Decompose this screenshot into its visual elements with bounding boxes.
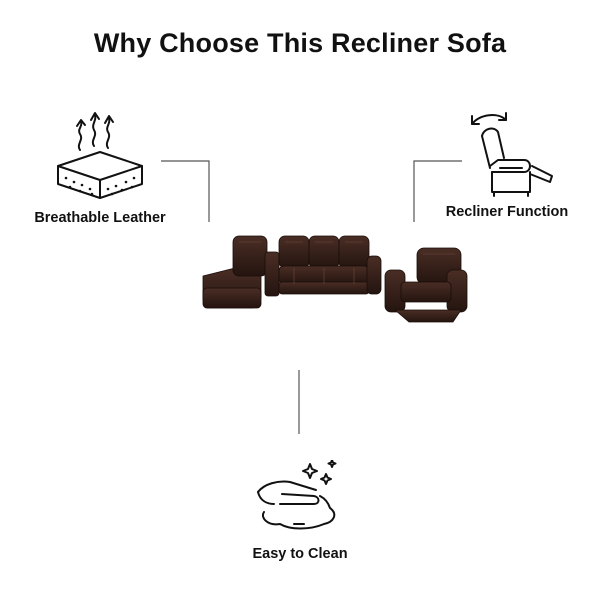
page-title: Why Choose This Recliner Sofa: [93, 28, 507, 58]
sofa-illustration: [202, 235, 468, 323]
connector-recliner: [413, 160, 462, 222]
connector-clean: [298, 370, 300, 434]
breathable-leather-label: Breathable Leather: [34, 210, 166, 226]
product-sofa-set: [195, 228, 475, 333]
feature-breathable-leather: Breathable Leather: [20, 108, 180, 226]
easy-to-clean-label: Easy to Clean: [252, 546, 348, 562]
breathable-layer-icon: [57, 112, 143, 199]
connector-breathable: [161, 160, 210, 222]
feature-recliner-function: Recliner Function: [432, 110, 582, 220]
recliner-function-label: Recliner Function: [445, 204, 569, 220]
feature-easy-to-clean: Easy to Clean: [235, 460, 365, 562]
wiping-hand-icon: [257, 460, 337, 530]
reclining-chair-icon: [471, 112, 553, 197]
